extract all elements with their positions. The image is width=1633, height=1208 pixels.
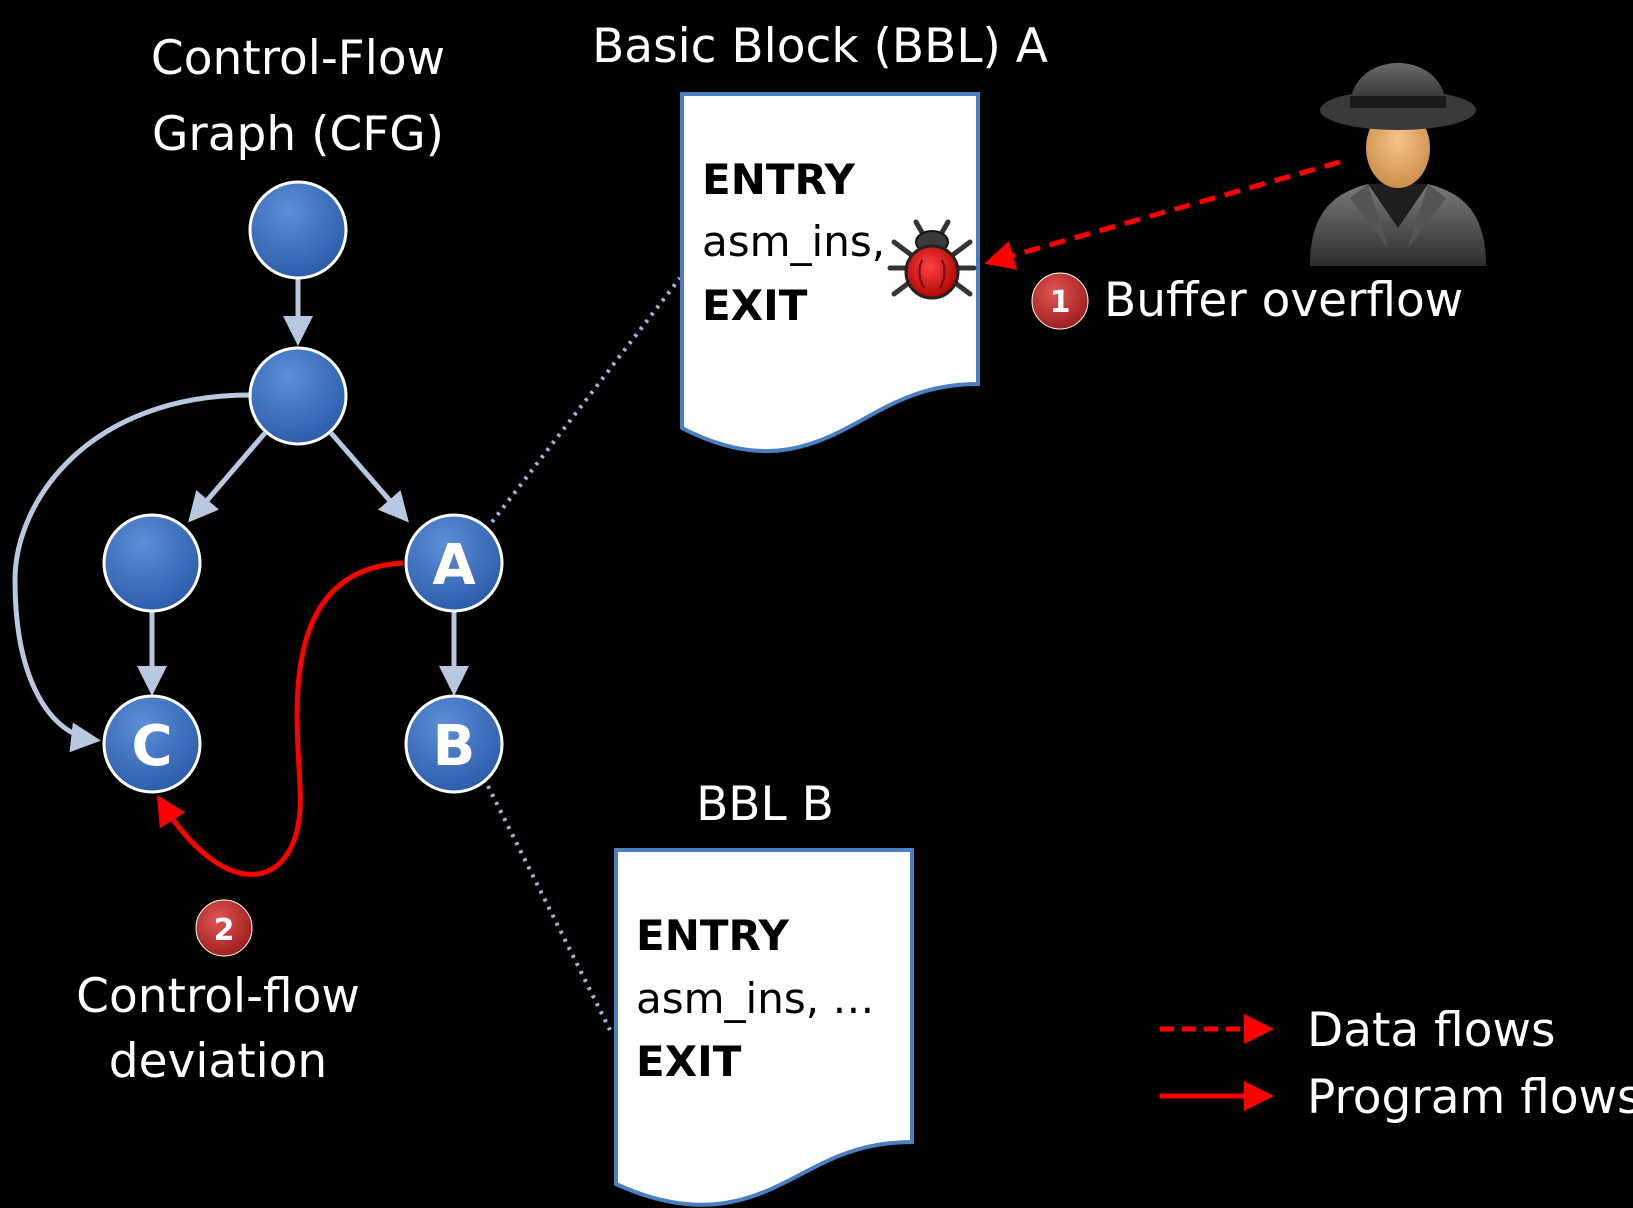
bbl-a-entry: ENTRY	[702, 155, 856, 204]
bbl-b-exit: EXIT	[636, 1037, 742, 1086]
spy-attacker-icon	[1310, 63, 1486, 266]
step1-number: 1	[1050, 285, 1071, 320]
step2-badge: 2	[195, 899, 253, 957]
cfg-node-3	[102, 513, 202, 613]
cfg-node-c-label: C	[131, 714, 172, 779]
cfg-title-line2: Graph (CFG)	[152, 107, 444, 162]
step2-label-line2: deviation	[109, 1034, 327, 1089]
cfg-node-root	[248, 180, 348, 280]
cfg-node-b-label: B	[433, 714, 476, 779]
cfg-node-a-label: A	[432, 533, 476, 598]
legend-data-flows-label: Data flows	[1307, 1003, 1555, 1058]
legend: Data flows Program flows	[1160, 1003, 1633, 1125]
step1-badge: 1	[1031, 272, 1089, 330]
bbl-a-instr: asm_ins,	[702, 217, 885, 266]
bbl-b-instr: asm_ins, …	[636, 974, 874, 1023]
bbl-a-exit: EXIT	[702, 281, 808, 330]
bbl-b-document: ENTRY asm_ins, … EXIT	[614, 848, 914, 1207]
step2-number: 2	[214, 913, 235, 948]
bug-icon	[887, 219, 977, 300]
edge-n2-to-a	[329, 431, 409, 523]
edge-n2-to-n3	[188, 431, 267, 523]
cfg-edges	[12, 278, 469, 753]
dotted-connector-b	[486, 785, 612, 1031]
cfg-node-c	[102, 694, 202, 794]
bbl-b-title: BBL B	[696, 777, 834, 832]
buffer-overflow-arrow	[984, 159, 1341, 270]
legend-program-flows-label: Program flows	[1307, 1070, 1633, 1125]
cfg-node-a	[404, 513, 504, 613]
bbl-b-entry: ENTRY	[636, 911, 790, 960]
bbl-a-title: Basic Block (BBL) A	[592, 19, 1048, 74]
cfg-node-b	[404, 694, 504, 794]
edge-n2-to-c-curve	[12, 392, 251, 753]
cfg-title-line1: Control-Flow	[151, 31, 445, 86]
cfg-nodes: A C B	[102, 180, 504, 794]
dotted-connector-a	[490, 276, 682, 524]
step2-label-line1: Control-flow	[76, 969, 360, 1024]
bbl-a-document: ENTRY asm_ins, EXIT	[680, 92, 980, 454]
control-flow-deviation-path	[156, 560, 404, 877]
cfg-node-2	[248, 346, 348, 446]
step1-label: Buffer overflow	[1104, 273, 1463, 328]
